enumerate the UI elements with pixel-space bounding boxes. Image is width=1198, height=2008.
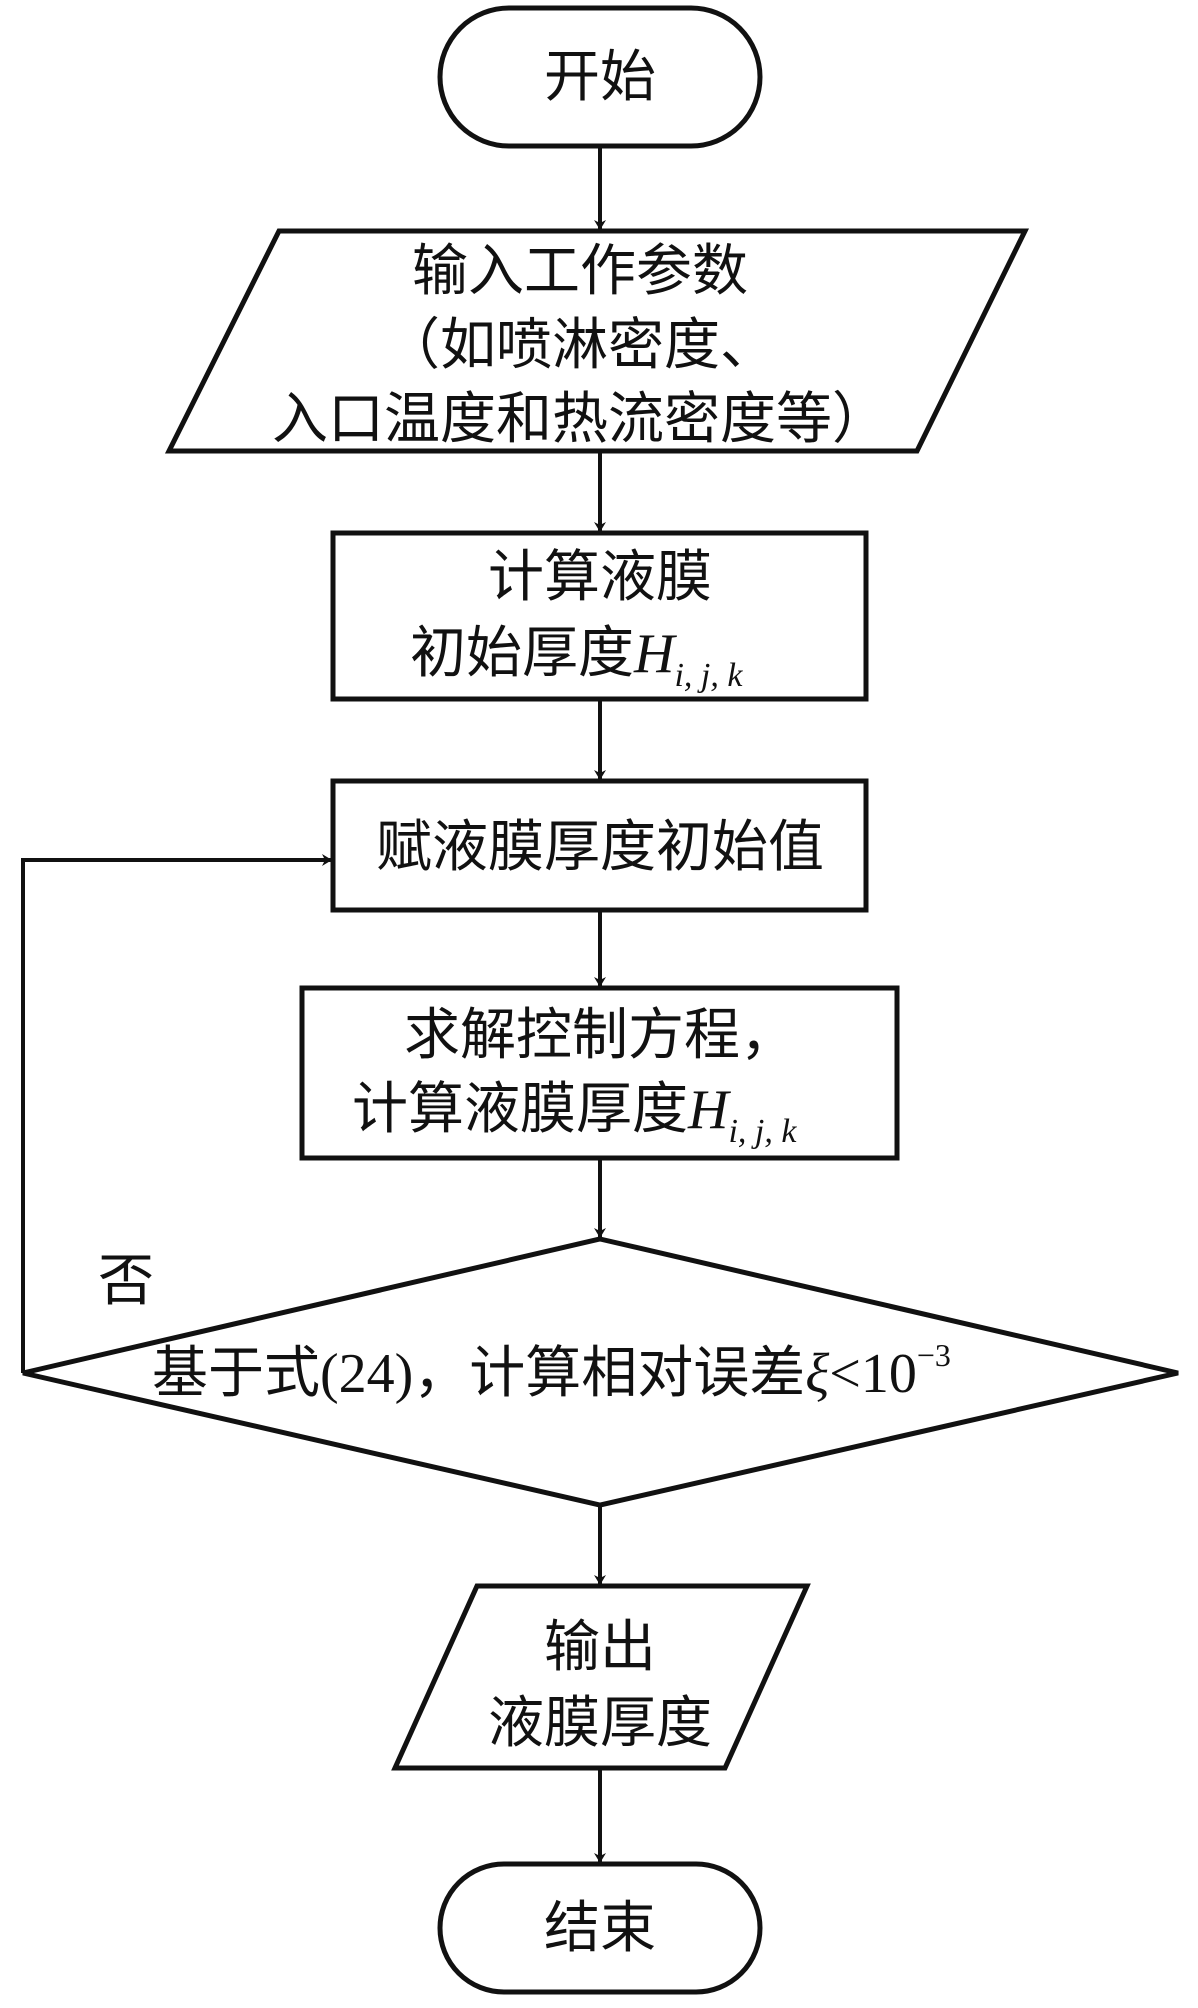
no-label: 否 <box>98 1251 154 1313</box>
solve-equations-node: 求解控制方程， 计算液膜厚度Hi, j, k <box>299 985 900 1161</box>
calc-initial-line1: 计算液膜 <box>488 547 712 609</box>
output-line2: 液膜厚度 <box>488 1693 712 1755</box>
output-line1: 输出 <box>544 1617 656 1679</box>
assign-label: 赋液膜厚度初始值 <box>376 817 824 879</box>
input-line2: （如喷淋密度、 <box>384 315 776 377</box>
decision-node: 基于式(24)，计算相对误差ξ<10−3 <box>22 1236 1179 1508</box>
input-parameters-node: 输入工作参数 （如喷淋密度、 入口温度和热流密度等） <box>164 228 1030 454</box>
output-node: 输出 液膜厚度 <box>391 1583 811 1771</box>
start-terminal: 开始 <box>437 5 763 149</box>
solve-line2: 计算液膜厚度Hi, j, k <box>352 1079 797 1150</box>
calc-initial-line2: 初始厚度Hi, j, k <box>410 623 743 694</box>
input-line3: 入口温度和热流密度等） <box>272 389 888 451</box>
assign-initial-value-node: 赋液膜厚度初始值 <box>330 778 869 913</box>
end-label: 结束 <box>544 1898 656 1960</box>
loop-back-arrow <box>21 854 332 1373</box>
end-terminal: 结束 <box>437 1861 763 1995</box>
solve-line1: 求解控制方程， <box>404 1005 796 1067</box>
start-label: 开始 <box>544 47 656 109</box>
input-line1: 输入工作参数 <box>412 241 748 303</box>
decision-label: 基于式(24)，计算相对误差ξ<10−3 <box>152 1337 951 1405</box>
calc-initial-thickness-node: 计算液膜 初始厚度Hi, j, k <box>330 530 869 702</box>
